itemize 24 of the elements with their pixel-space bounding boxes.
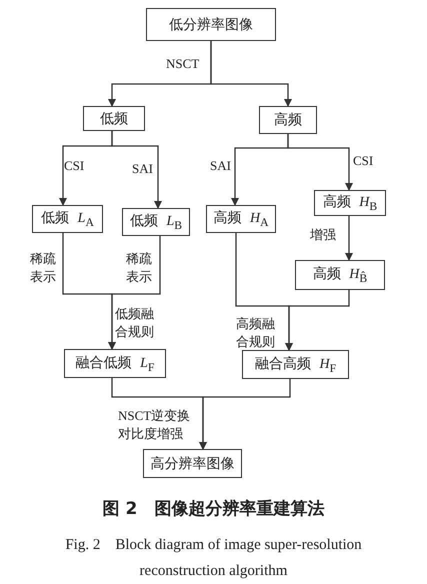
process-box: 高频 H$_{A}$: [206, 205, 276, 233]
annotation-text: 低频融合规则: [115, 305, 157, 340]
process-box: 低频 L$_{B}$: [122, 208, 190, 236]
edge-label: 增强: [310, 226, 336, 244]
arrow: [210, 41, 292, 107]
process-box: 高频 H$_{B}$: [314, 190, 386, 216]
edge-label: 稀疏表示: [30, 250, 58, 286]
annotation-text: 高频融合规则: [236, 315, 278, 350]
process-box: 低频 L$_{A}$: [32, 205, 103, 233]
process-box: 高分辨率图像: [143, 449, 242, 478]
arrow: [111, 131, 162, 209]
process-box: 高频: [259, 106, 317, 134]
edge-label: 稀疏表示: [126, 250, 154, 286]
process-box: 低频: [83, 106, 145, 131]
process-box: 融合高频 H$_{F}$: [242, 350, 349, 379]
arrow: [287, 134, 353, 191]
process-box: 高频 H$_{B̂}$: [295, 260, 385, 290]
arrow: [285, 290, 350, 351]
arrow: [199, 379, 291, 450]
arrow: [345, 216, 353, 261]
arrow: [108, 236, 161, 350]
caption-text: Fig. 2 Block diagram of image super-resolution reconstruction algorithm: [64, 536, 363, 582]
process-box: 融合低频 L$_{F}$: [64, 349, 166, 378]
process-box: 低分辨率图像: [146, 8, 276, 41]
